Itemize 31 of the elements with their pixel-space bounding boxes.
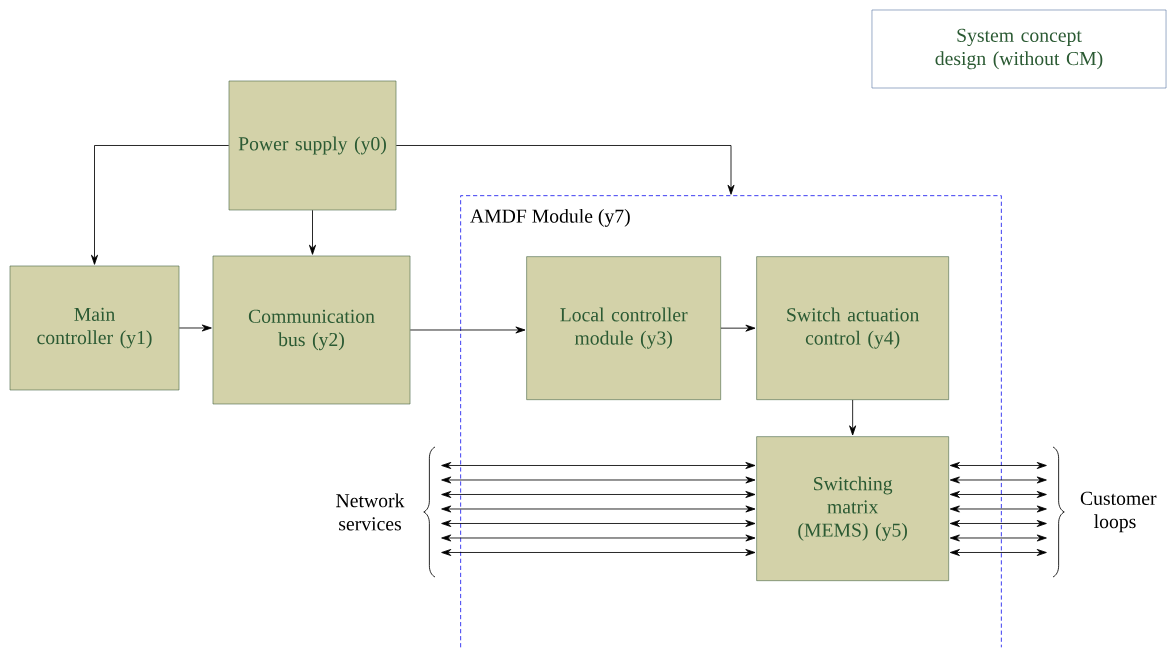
arrow bbox=[949, 462, 1047, 469]
process-box: Main controller (y1) bbox=[9, 265, 180, 391]
arrow bbox=[441, 491, 756, 498]
arrow bbox=[441, 520, 756, 527]
process-box: Local controller module (y3) bbox=[526, 256, 721, 400]
arrow bbox=[949, 549, 1047, 556]
arrow bbox=[441, 549, 756, 556]
arrow bbox=[441, 462, 756, 469]
arrow bbox=[949, 491, 1047, 498]
side-label: Customer loops bbox=[1080, 491, 1157, 533]
arrow bbox=[949, 534, 1047, 542]
arrow bbox=[409, 326, 526, 334]
arrow bbox=[849, 399, 857, 436]
arrow bbox=[949, 476, 1047, 484]
process-box: Power supply (y0) bbox=[228, 80, 397, 211]
module-heading: AMDF Module (y7) bbox=[470, 208, 630, 227]
arrow bbox=[949, 505, 1047, 513]
title-box: System concept design (without CM) bbox=[871, 9, 1167, 89]
side-label: Network services bbox=[336, 493, 405, 531]
arrow bbox=[178, 324, 212, 332]
arrow bbox=[720, 324, 756, 332]
arrow bbox=[441, 505, 756, 513]
arrow bbox=[441, 534, 756, 542]
arrow bbox=[949, 520, 1047, 527]
process-box: Communication bus (y2) bbox=[212, 255, 411, 405]
arrow bbox=[309, 209, 316, 255]
arrow bbox=[395, 145, 735, 195]
process-box: Switching matrix (MEMS) (y5) bbox=[756, 436, 949, 581]
arrow bbox=[91, 145, 230, 265]
process-box: Switch actuation control (y4) bbox=[756, 256, 949, 400]
arrow bbox=[441, 476, 756, 484]
